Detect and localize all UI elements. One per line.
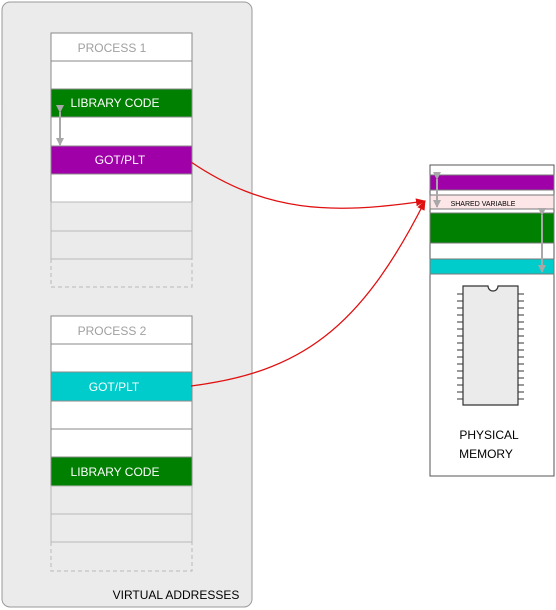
process-2-segment xyxy=(50,428,193,458)
process-2-unmapped-segment xyxy=(50,513,193,543)
process-2-library-segment xyxy=(50,456,193,487)
process-1-unmapped-segment xyxy=(50,230,193,260)
physical-gotplt-process1-block xyxy=(429,174,555,191)
process-1-segment xyxy=(50,173,193,203)
physical-memory-caption-line2: MEMORY xyxy=(459,447,513,461)
process-1-gotplt-label: GOT/PLT xyxy=(95,153,146,167)
process-2-title: PROCESS 2 xyxy=(78,324,147,338)
process-2-gotplt-segment xyxy=(50,371,193,402)
physical-memory-box: SHARED VARIABLE PHYSICAL MEMORY xyxy=(429,164,555,477)
physical-gotplt-process2-block xyxy=(429,258,555,275)
process-2-unmapped-segment xyxy=(50,485,193,515)
process-2-gotplt-label: GOT/PLT xyxy=(89,380,140,394)
virtual-addresses-caption: VIRTUAL ADDRESSES xyxy=(113,588,240,602)
shared-variable-block xyxy=(429,194,555,210)
gotplt-process2-mapping-arrow xyxy=(190,200,426,387)
process-1-unmapped-segment xyxy=(50,201,193,232)
process-1-segment xyxy=(50,60,193,90)
process-2-segment xyxy=(50,400,193,430)
gotplt-process1-mapping-arrow xyxy=(190,161,426,209)
process-2-memory-map: PROCESS 2 GOT/PLT LIBRARY CODE xyxy=(50,315,193,572)
process-1-library-label: LIBRARY CODE xyxy=(71,96,160,110)
shared-variable-label: SHARED VARIABLE xyxy=(451,201,516,208)
physical-library-block xyxy=(429,212,555,244)
process-1-segment xyxy=(50,116,193,147)
physical-memory-caption-line1: PHYSICAL xyxy=(459,428,519,442)
memory-chip-icon xyxy=(457,285,524,406)
process-2-library-label: LIBRARY CODE xyxy=(71,465,160,479)
process-1-title: PROCESS 1 xyxy=(78,41,147,55)
process-2-segment xyxy=(50,343,193,373)
process-1-library-segment xyxy=(50,88,193,118)
process-1-memory-map: PROCESS 1 LIBRARY CODE GOT/PLT xyxy=(50,32,193,288)
